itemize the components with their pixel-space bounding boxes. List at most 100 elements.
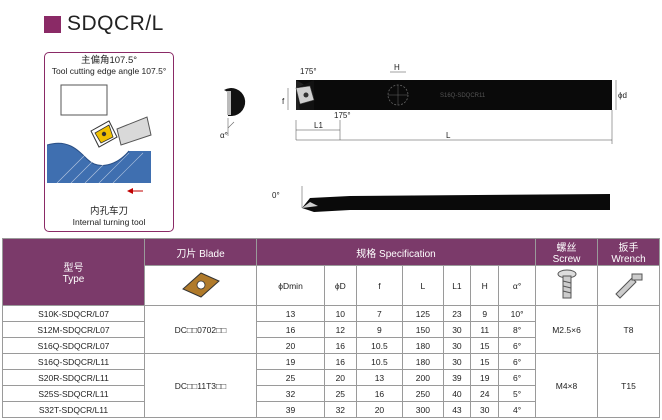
col-d: ϕD: [324, 265, 357, 306]
blade-insert-image: [144, 265, 257, 306]
zero-angle-label: 0°: [272, 191, 280, 200]
spec-cell: 150: [402, 321, 444, 338]
blade-cell: DC□□0702□□: [144, 305, 257, 354]
spec-cell: 6°: [498, 337, 536, 354]
col-f: f: [355, 265, 404, 306]
spec-cell: 9: [355, 321, 404, 338]
screw-cell: M2.5×6: [535, 305, 598, 354]
tool-en: Internal turning tool: [72, 217, 146, 227]
spec-cell: 20: [255, 337, 326, 354]
spec-cell: 39: [442, 369, 472, 386]
spec-cell: 300: [402, 401, 444, 418]
type-cn: 型号: [63, 263, 84, 274]
type-en: Type: [62, 274, 85, 285]
screw-icon: [557, 269, 576, 298]
col-l1: L1: [442, 265, 472, 306]
end-view: α°: [220, 88, 246, 140]
spec-header: 规格 Specification: [256, 238, 536, 266]
spec-cell: 25: [255, 369, 326, 386]
spec-cell: 20: [355, 401, 404, 418]
spec-cell: 6°: [498, 353, 536, 370]
l1-label: L1: [314, 121, 323, 130]
spec-cell: 7: [355, 305, 404, 322]
model-cell: S10K-SDQCR/L07: [2, 305, 145, 322]
type-header: 型号 Type: [2, 238, 145, 306]
spec-cell: 10.5: [355, 353, 404, 370]
h-label: H: [394, 63, 400, 72]
model-cell: S32T-SDQCR/L11: [2, 401, 145, 418]
spec-cell: 200: [402, 369, 444, 386]
spec-cell: 16: [324, 337, 357, 354]
model-cell: S20R-SDQCR/L11: [2, 369, 145, 386]
spec-cell: 30: [442, 337, 472, 354]
spec-cell: 16: [324, 353, 357, 370]
wrench-header: 扳手 Wrench: [597, 238, 660, 266]
model-cell: S16Q-SDQCR/L07: [2, 337, 145, 354]
blade-cell: DC□□11T3□□: [144, 353, 257, 418]
angle-en: Tool cutting edge angle 107.5°: [51, 66, 167, 76]
page-title: SDQCR/L: [67, 12, 164, 35]
col-h: H: [470, 265, 500, 306]
screw-header: 螺丝 Screw: [535, 238, 598, 266]
col-dmin: ϕDmin: [255, 265, 326, 306]
angle-top-label: 175°: [300, 67, 317, 76]
card-header: 主偏角107.5° Tool cutting edge angle 107.5°: [45, 53, 173, 77]
model-cell: S25S-SDQCR/L11: [2, 385, 145, 402]
spec-cell: 24: [470, 385, 500, 402]
wrench-en: Wrench: [611, 254, 646, 265]
spec-cell: 13: [255, 305, 326, 322]
l-label: L: [446, 131, 451, 140]
blade-header: 刀片 Blade: [144, 238, 257, 266]
card-footer: 内孔车刀 Internal turning tool: [45, 206, 173, 228]
spec-table: 型号 Type 刀片 Blade 规格 Specification 螺丝 Scr…: [2, 238, 660, 418]
spec-cell: 11: [470, 321, 500, 338]
spec-cell: 30: [442, 353, 472, 370]
spec-cell: 10: [324, 305, 357, 322]
insert-icon: [181, 271, 220, 298]
side-view: 0°: [272, 186, 610, 212]
screw-image: [535, 265, 598, 306]
screw-cell: M4×8: [535, 353, 598, 418]
spec-cell: 180: [402, 353, 444, 370]
spec-cell: 16: [355, 385, 404, 402]
tool-cn: 内孔车刀: [89, 206, 128, 217]
wrench-cell: T8: [597, 305, 660, 354]
wrench-image: [597, 265, 660, 306]
spec-cell: 9: [470, 305, 500, 322]
spec-cell: 5°: [498, 385, 536, 402]
tool-card: 主偏角107.5° Tool cutting edge angle 107.5°…: [44, 52, 174, 232]
spec-cell: 40: [442, 385, 472, 402]
spec-cell: 12: [324, 321, 357, 338]
model-cell: S12M-SDQCR/L07: [2, 321, 145, 338]
d-label: ϕd: [618, 91, 627, 100]
spec-cell: 39: [255, 401, 326, 418]
spec-cell: 23: [442, 305, 472, 322]
spec-cell: 32: [324, 401, 357, 418]
spec-cell: 15: [470, 353, 500, 370]
spec-cell: 125: [402, 305, 444, 322]
spec-cell: 20: [324, 369, 357, 386]
spec-cell: 25: [324, 385, 357, 402]
spec-cell: 13: [355, 369, 404, 386]
spec-cell: 8°: [498, 321, 536, 338]
col-l: L: [402, 265, 444, 306]
spec-cell: 16: [255, 321, 326, 338]
model-cell: S16Q-SDQCR/L11: [2, 353, 145, 370]
spec-cell: 10.5: [355, 337, 404, 354]
spec-cell: 43: [442, 401, 472, 418]
spec-cell: 15: [470, 337, 500, 354]
top-view: S16Q-SDQCR11 H 175° 175° f L1 L ϕd: [282, 63, 627, 144]
title-square-icon: [44, 15, 61, 33]
alpha-label: α°: [220, 131, 228, 140]
wrench-cell: T15: [597, 353, 660, 418]
spec-cell: 250: [402, 385, 444, 402]
spec-cell: 19: [470, 369, 500, 386]
bar-marking: S16Q-SDQCR11: [440, 93, 486, 99]
spec-cell: 6°: [498, 369, 536, 386]
